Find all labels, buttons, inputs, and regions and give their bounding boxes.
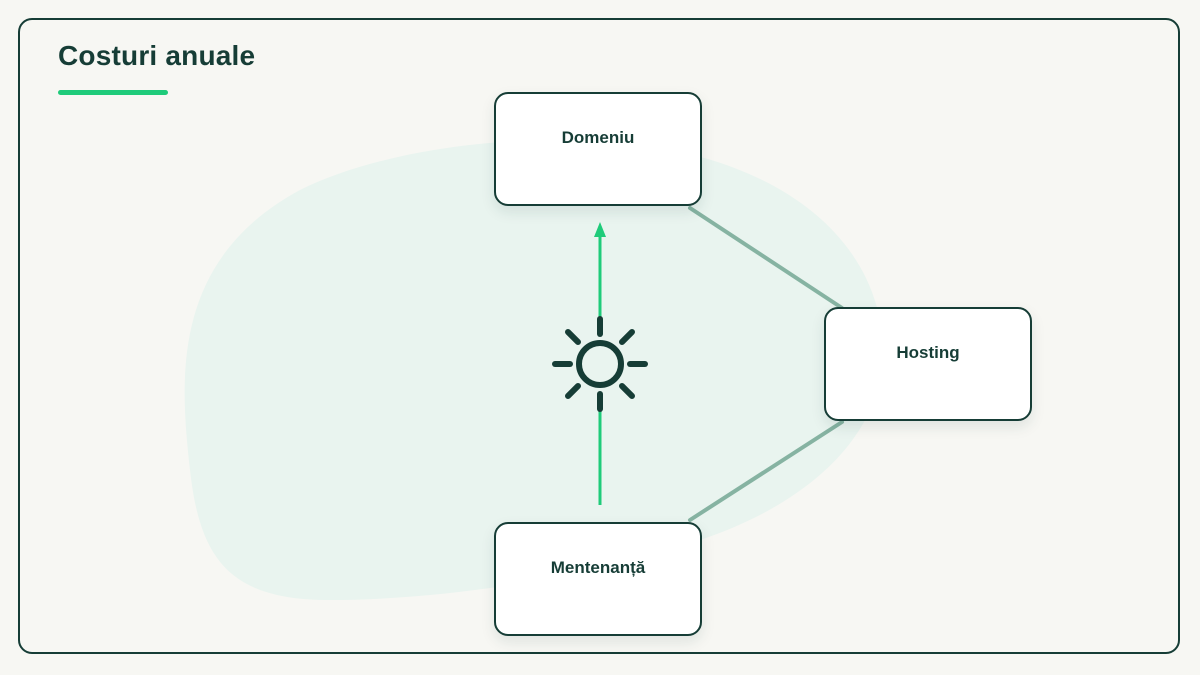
background-blob: [184, 140, 884, 600]
node-domeniu[interactable]: Domeniu: [494, 92, 702, 206]
page-title: Costuri anuale: [58, 40, 256, 71]
node-label: Domeniu: [561, 128, 635, 147]
node-label: Mentenanță: [550, 558, 646, 577]
sun-icon: [552, 316, 648, 412]
node-label: Hosting: [896, 343, 960, 362]
node-mentenanta[interactable]: Mentenanță: [494, 522, 702, 636]
arrow-head: [594, 222, 606, 237]
connector-domeniu-hosting: [688, 206, 844, 310]
connector-hosting-mentenanta: [688, 420, 844, 522]
title-underline: [58, 90, 168, 95]
node-hosting[interactable]: Hosting: [824, 307, 1032, 421]
